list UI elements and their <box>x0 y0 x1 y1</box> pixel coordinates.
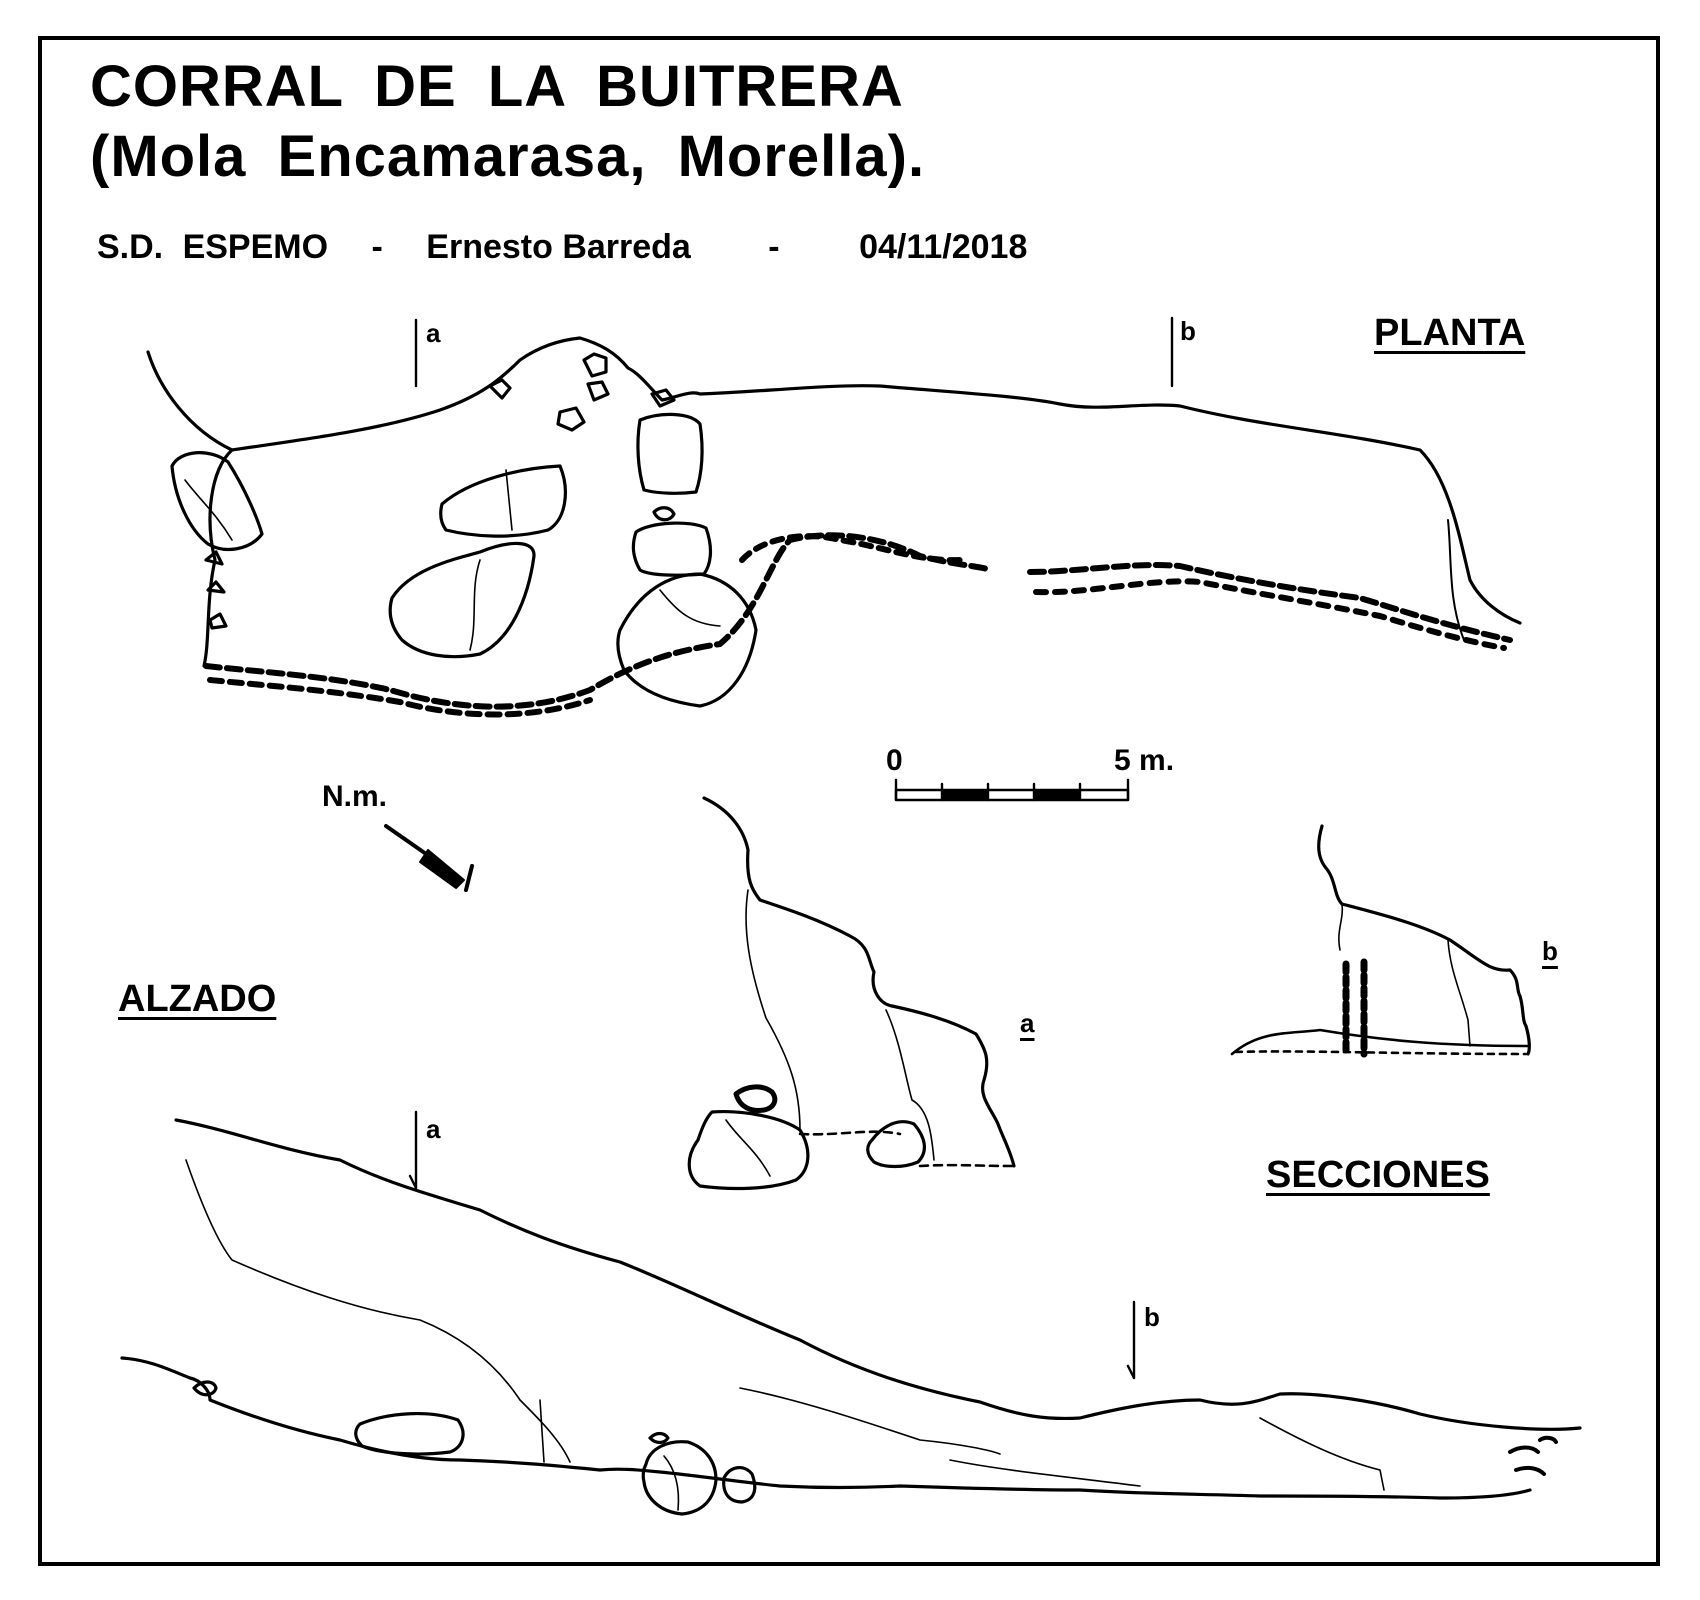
ceiling-profile <box>174 1118 1582 1431</box>
boulder <box>866 1120 926 1169</box>
view-label-elevation: ALZADO <box>118 978 277 1020</box>
rubble-wall <box>207 677 593 718</box>
section-label-b: b <box>1180 316 1196 346</box>
north-label: N.m. <box>322 780 388 813</box>
boulder <box>439 464 567 538</box>
boulder <box>388 541 536 659</box>
scale-end-label: 5 m. <box>1114 744 1175 777</box>
stone <box>192 1380 218 1397</box>
stone <box>586 380 610 402</box>
stone <box>582 352 608 378</box>
scale-bar-tick <box>894 778 1130 802</box>
stone <box>208 612 228 630</box>
rock-crack <box>885 1009 935 1161</box>
section-profile <box>702 796 1016 1168</box>
floor <box>1230 1028 1530 1056</box>
rubble-wall <box>1033 578 1507 651</box>
rubble-wall <box>1027 562 1513 643</box>
rock-crack <box>469 559 481 651</box>
cave-wall-outline <box>146 336 1522 625</box>
section-a-label: a <box>1020 1008 1035 1038</box>
north-arrow-icon <box>384 824 474 892</box>
rubble-wall <box>739 533 963 564</box>
boulder <box>354 1412 465 1456</box>
rock-crack <box>745 889 801 1131</box>
scale-bar-segment <box>1034 790 1080 800</box>
credits-separator: - <box>768 228 780 266</box>
rubble-wall <box>203 532 993 710</box>
section-b-label: b <box>1542 936 1558 966</box>
boulder <box>687 1110 810 1191</box>
scale-start-label: 0 <box>886 744 903 777</box>
scale-bar <box>894 778 1130 802</box>
boulder <box>631 521 713 577</box>
boulder <box>616 572 758 708</box>
floor <box>798 1130 902 1136</box>
plan-view <box>146 316 1522 718</box>
title-line-1: CORRAL DE LA BUITRERA <box>90 54 904 119</box>
rock-crack <box>659 589 721 627</box>
stone <box>204 550 224 566</box>
boulder <box>641 1440 718 1516</box>
rock-crack <box>185 1159 571 1463</box>
section-marker-b-elevation <box>1126 1300 1136 1380</box>
credits-group: S.D. ESPEMO <box>97 228 329 266</box>
section-marker-a-elevation <box>408 1110 418 1190</box>
floor <box>1234 1050 1528 1056</box>
credits-date: 04/11/2018 <box>859 228 1028 266</box>
stone <box>648 1431 670 1445</box>
elevation-view <box>120 1110 1582 1516</box>
stone <box>650 388 676 408</box>
credits-author: Ernesto Barreda <box>426 228 691 266</box>
stone <box>556 406 586 432</box>
rock-crack <box>184 479 233 541</box>
rock-crack <box>725 1119 771 1177</box>
view-label-plan: PLANTA <box>1374 312 1526 354</box>
section-b <box>1230 824 1531 1058</box>
credits: S.D. ESPEMO - Ernesto Barreda - 04/11/20… <box>97 228 1027 267</box>
elevation-label-b: b <box>1144 1302 1160 1332</box>
rock-crack <box>1447 939 1471 1047</box>
cave-wall-outline <box>202 448 234 668</box>
section-label-a: a <box>426 318 441 348</box>
rock-crack <box>663 1455 680 1511</box>
map-frame <box>38 36 1660 1566</box>
scale-bar-segment <box>942 790 988 800</box>
scale-bar-outline <box>894 788 1130 802</box>
north-arrow-head <box>419 849 465 889</box>
view-label-sections: SECCIONES <box>1266 1154 1490 1196</box>
section-a <box>687 796 1016 1191</box>
boulder <box>636 412 704 495</box>
credits-separator: - <box>371 228 383 266</box>
stone <box>206 580 226 594</box>
stone <box>733 1084 778 1113</box>
elevation-label-a: a <box>426 1114 441 1144</box>
rock-crack <box>505 469 513 531</box>
stone <box>652 506 676 522</box>
stone <box>1508 1435 1558 1476</box>
rock-crack <box>1338 903 1344 951</box>
map-title: CORRAL DE LA BUITRERA (Mola Encamarasa, … <box>90 52 925 192</box>
boulder <box>722 1466 757 1504</box>
rock-crack <box>1259 1417 1385 1491</box>
floor <box>918 1163 1014 1168</box>
rock-crack <box>539 1399 545 1463</box>
floor-profile <box>120 1356 1532 1500</box>
section-profile <box>1317 824 1531 1056</box>
boulder <box>170 451 264 552</box>
rock-crack <box>739 1387 1001 1455</box>
stone <box>488 378 512 400</box>
title-line-2: (Mola Encamarasa, Morella). <box>90 124 926 189</box>
north-arrow-tail <box>464 864 474 892</box>
rock-crack <box>949 1459 1141 1487</box>
